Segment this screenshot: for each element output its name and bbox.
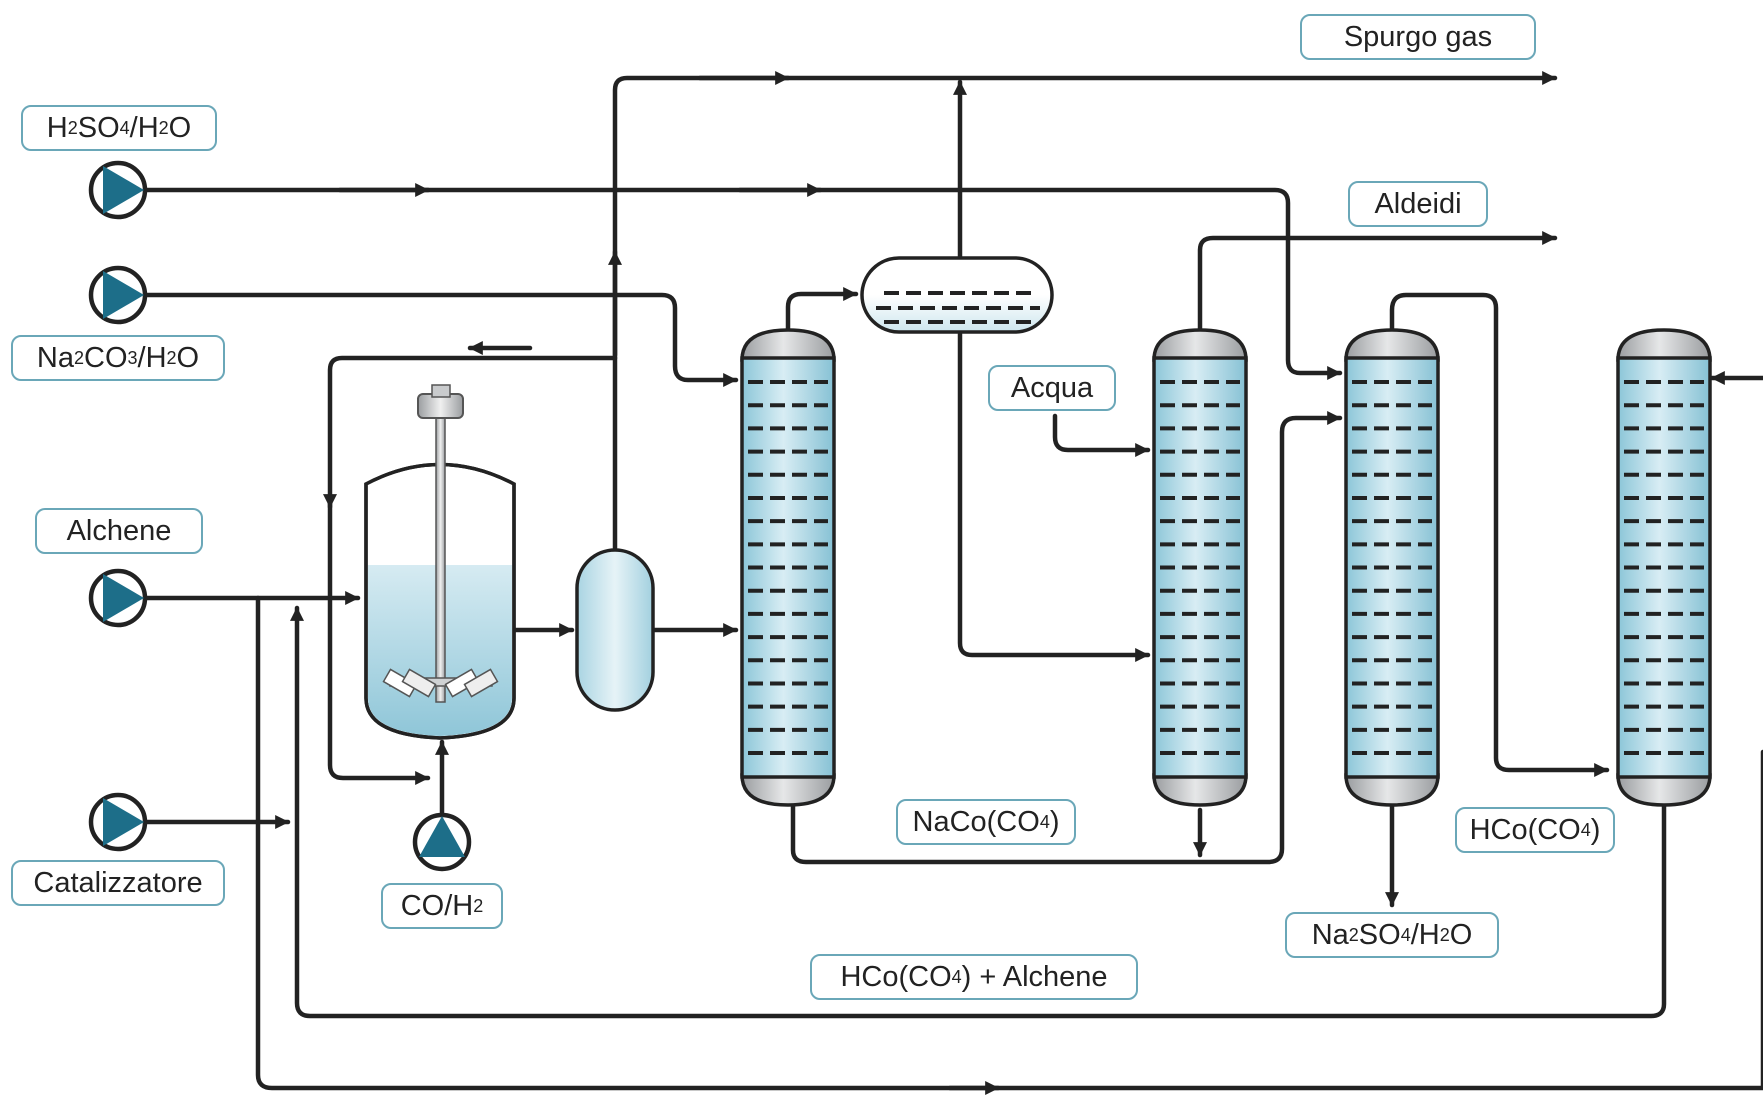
tray-columns <box>740 328 1712 807</box>
column1-overhead-line <box>785 287 859 333</box>
purge-gas-line <box>612 71 1558 358</box>
column-1-tray-column-icon <box>740 328 836 807</box>
gas-recycle-line <box>323 355 618 510</box>
h2so4-line <box>142 187 1343 380</box>
na2co3-pump-icon <box>88 265 148 325</box>
aldehydes-line <box>1197 231 1558 333</box>
aldehydes-label: Aldeidi <box>1348 181 1488 227</box>
decanter-to-column2-line <box>957 331 1151 662</box>
h2so4-pump-icon <box>88 160 148 220</box>
pumps <box>88 160 472 872</box>
stirred-tank-reactor-icon <box>364 384 516 740</box>
naco-return-line <box>790 411 1343 865</box>
column-3-tray-column-icon <box>1344 328 1440 807</box>
outer-recycle-line <box>255 595 1763 1091</box>
water-feed-line <box>1052 413 1151 457</box>
na2co3-line <box>142 292 739 387</box>
catalyst-label: Catalizzatore <box>11 860 225 906</box>
alkene-pump-icon <box>88 568 148 628</box>
gas-recycle-to-compressor <box>327 497 431 785</box>
purge-gas-label: Spurgo gas <box>1300 14 1536 60</box>
recycle-line <box>290 605 1667 1019</box>
alkene-label: Alchene <box>35 508 203 554</box>
column3-to-column4-line <box>1389 292 1610 777</box>
water-label: Acqua <box>988 365 1116 411</box>
column-2-tray-column-icon <box>1152 328 1248 807</box>
flash-drum-icon <box>575 548 655 712</box>
column-4-tray-column-icon <box>1616 328 1712 807</box>
catalyst-pump-icon <box>88 792 148 852</box>
co-h2-compressor-icon <box>412 812 472 872</box>
horizontal-decanter-icon <box>860 256 1054 334</box>
piping <box>142 71 1763 1095</box>
